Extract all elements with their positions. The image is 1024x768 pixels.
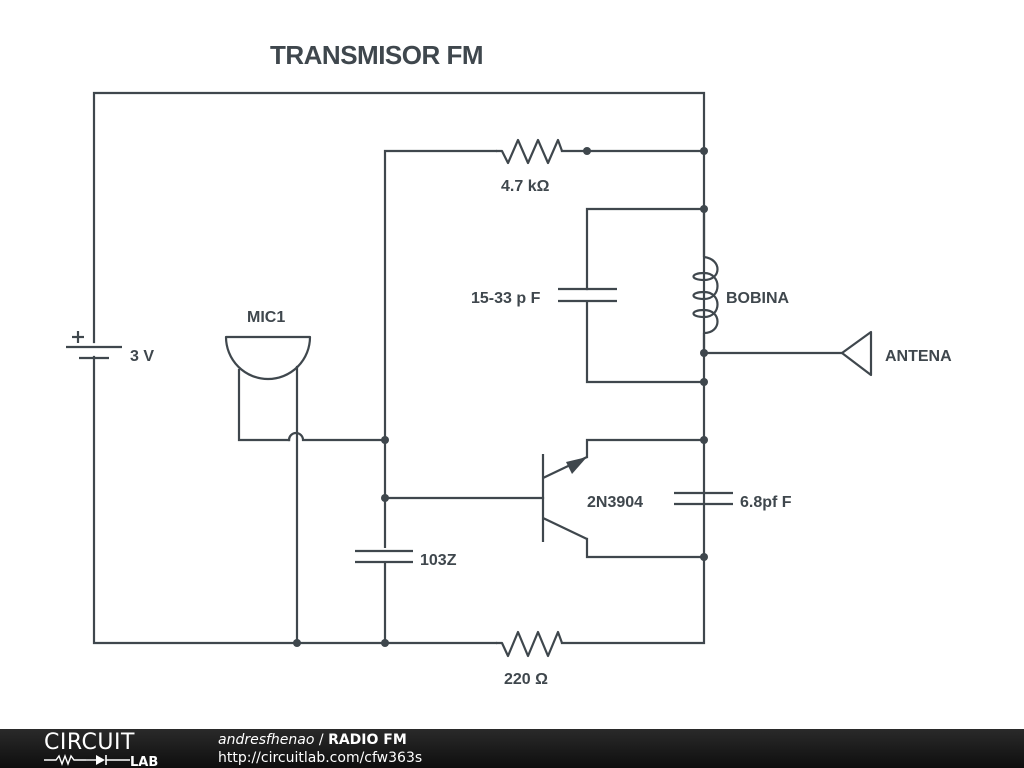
microphone-label: MIC1 <box>247 309 285 326</box>
wire-top-rail <box>92 91 706 645</box>
wire-emitter <box>585 537 706 559</box>
junction-dots <box>293 147 708 647</box>
capacitor-ce-symbol <box>674 491 733 506</box>
emitter-arrow-icon <box>566 457 587 474</box>
wire-tank-cap <box>585 207 706 291</box>
wire-tank-cap-bottom <box>585 301 706 384</box>
wires <box>92 91 844 645</box>
logo-diode-icon <box>96 755 105 765</box>
footer-info: andresfhenao / RADIO FM http://circuitla… <box>218 731 422 767</box>
logo-lab-text: LAB <box>130 755 158 768</box>
antenna-label: ANTENA <box>885 348 952 365</box>
transistor-symbol <box>541 454 588 542</box>
microphone-symbol <box>224 335 312 381</box>
wire-mic-crossover <box>287 431 387 442</box>
circuitlab-logo[interactable]: CIRCUIT LAB <box>42 729 177 768</box>
resistor-bottom-symbol <box>496 630 564 658</box>
footer-url[interactable]: http://circuitlab.com/cfw363s <box>218 750 423 766</box>
antenna-symbol <box>840 330 873 377</box>
trimmer-capacitor-label: 15-33 p F <box>471 290 541 307</box>
wire-bottom-rail <box>92 355 498 645</box>
footer-bar: CIRCUIT LAB andresfhenao / RADIO FM http… <box>0 729 1024 768</box>
resistor-top-label: 4.7 kΩ <box>501 178 550 195</box>
wire-r1-left <box>383 149 498 645</box>
inductor-symbol <box>692 209 719 353</box>
resistor-bottom-label: 220 Ω <box>504 671 548 688</box>
capacitor-ce-label: 6.8pf F <box>740 494 792 511</box>
logo-resistor-icon <box>44 754 86 766</box>
footer-title-line: andresfhenao / RADIO FM <box>218 731 422 749</box>
capacitor-base-label: 103Z <box>420 552 457 569</box>
inductor-label: BOBINA <box>726 290 790 307</box>
resistor-top-symbol <box>496 138 564 165</box>
title-separator: / <box>314 732 329 748</box>
battery-symbol <box>66 331 122 360</box>
trimmer-capacitor-symbol <box>558 287 617 303</box>
logo-circuit-text: CIRCUIT <box>44 730 135 755</box>
capacitor-base-symbol <box>350 548 420 564</box>
transistor-label: 2N3904 <box>587 494 643 511</box>
battery-label: 3 V <box>130 348 154 365</box>
owner-link[interactable]: andresfhenao <box>218 732 315 748</box>
wire-mic-left <box>237 368 291 442</box>
schematic-title: TRANSMISOR FM <box>270 40 483 70</box>
wire-collector <box>585 438 706 459</box>
circuit-schematic: TRANSMISOR FM 3 V MIC1 4.7 kΩ 15-33 p F <box>66 40 952 688</box>
project-name[interactable]: RADIO FM <box>328 732 407 748</box>
